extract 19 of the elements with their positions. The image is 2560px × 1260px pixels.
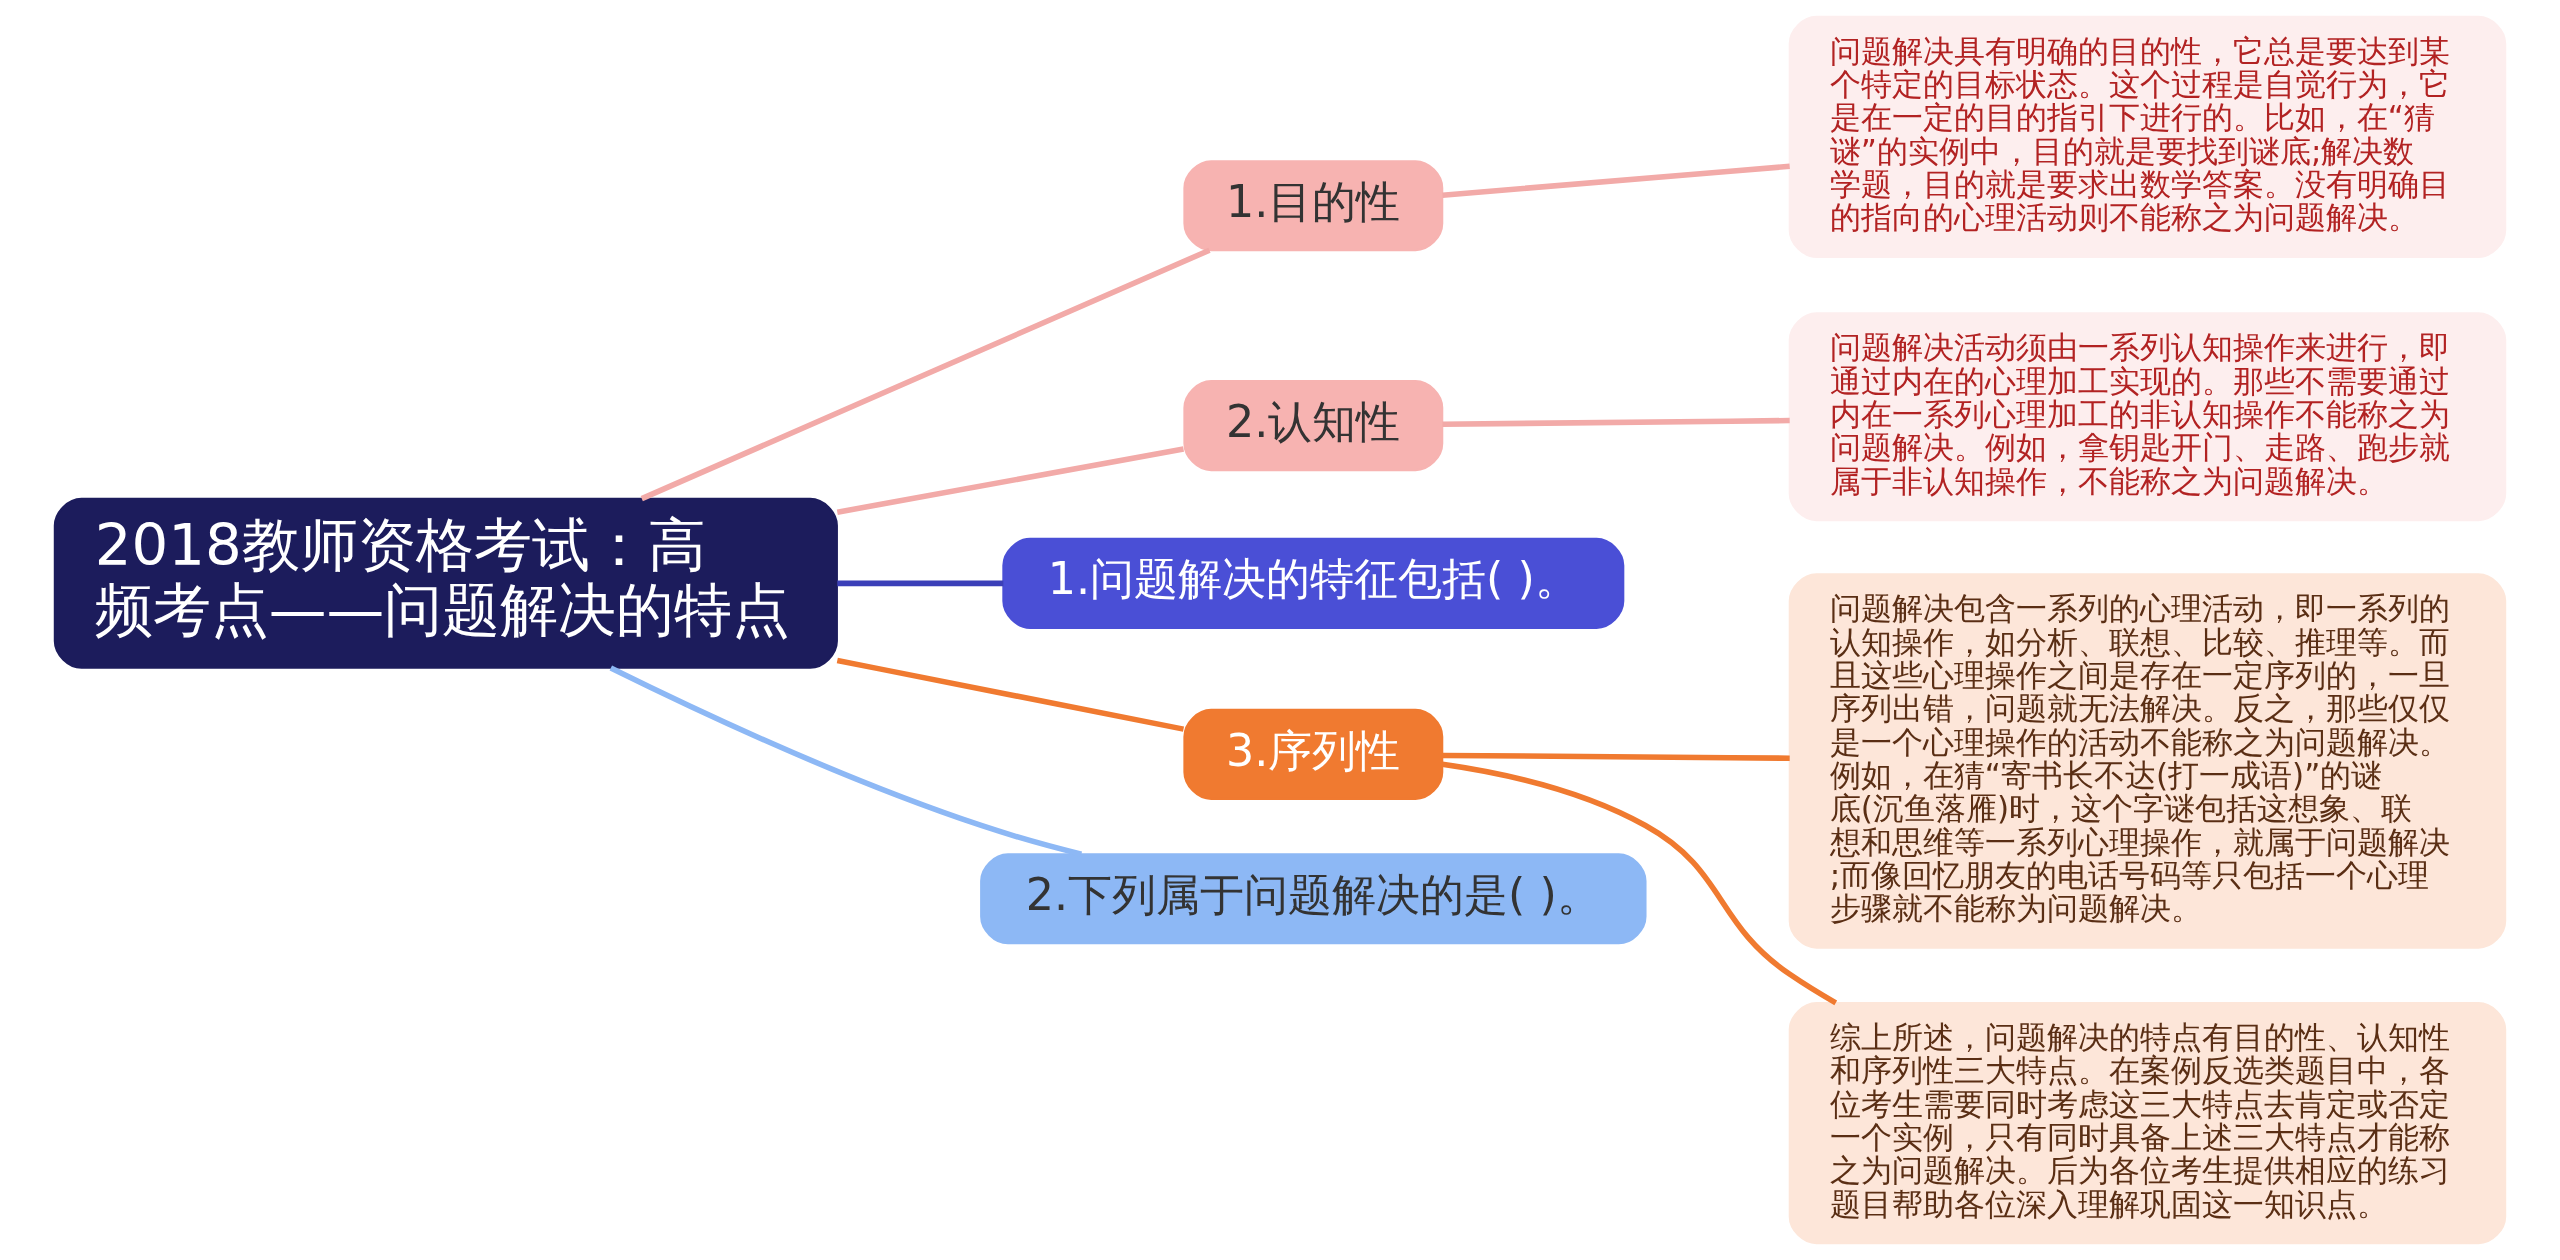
node-box: 问题解决活动须由一系列认知操作来进行，即通过内在的心理加工实现的。那些不需要通过内在一系列心理加工的非认知操作不能称之为问题解决。例如，拿钥匙开门、走路、跑步就属于非认知操作，不能称之为问题解决。 [1788,312,2507,522]
connector [836,446,1185,515]
connector [1442,163,1790,198]
connector [836,657,1185,732]
connector [1442,752,1790,761]
connector [640,247,1211,502]
connector [837,580,1004,587]
node-box: 2.认知性 [1183,380,1444,472]
node-box: 问题解决包含一系列的心理活动，即一系列的认知操作，如分析、联想、比较、推理等。而且这些心理操作之间是存在一定序列的，一旦序列出错，问题就无法解决。反之，那些仅仅是一个心理操作的活动不能称之为问题解决。例如，在猜“寄书长不达(打一成语)”的谜底(沉鱼落雁)时，这个字谜包括这想象、联想和思维等一系列心理操作，就属于问题解决;而像回忆朋友的电话号码等只包括一个心理步骤就不能称为问题解决。 [1788,573,2507,949]
connector [1442,417,1790,428]
node-box: 问题解决具有明确的目的性，它总是要达到某个特定的目标状态。这个过程是自觉行为，它是在一定的目的指引下进行的。比如，在“猜谜”的实例中，目的就是要找到谜底;解决数学题，目的就是要求出数学答案。没有明确目的指向的心理活动则不能称之为问题解决。 [1788,15,2507,258]
node-box: 1.目的性 [1183,160,1444,252]
node-box: 2.下列属于问题解决的是( )。 [980,853,1647,945]
connector [1441,761,1838,1006]
node-box: 2018教师资格考试：高频考点——问题解决的特点 [53,497,838,669]
node-box: 综上所述，问题解决的特点有目的性、认知性和序列性三大特点。在案例反选类题目中，各位考生需要同时考虑这三大特点去肯定或否定一个实例，只有同时具备上述三大特点才能称之为问题解决。后为各位考生提供相应的练习题目帮助各位深入理解巩固这一知识点。 [1788,1002,2507,1245]
node-box: 1.问题解决的特征包括( )。 [1002,537,1625,629]
connector [609,665,1083,857]
node-box: 3.序列性 [1183,708,1444,800]
